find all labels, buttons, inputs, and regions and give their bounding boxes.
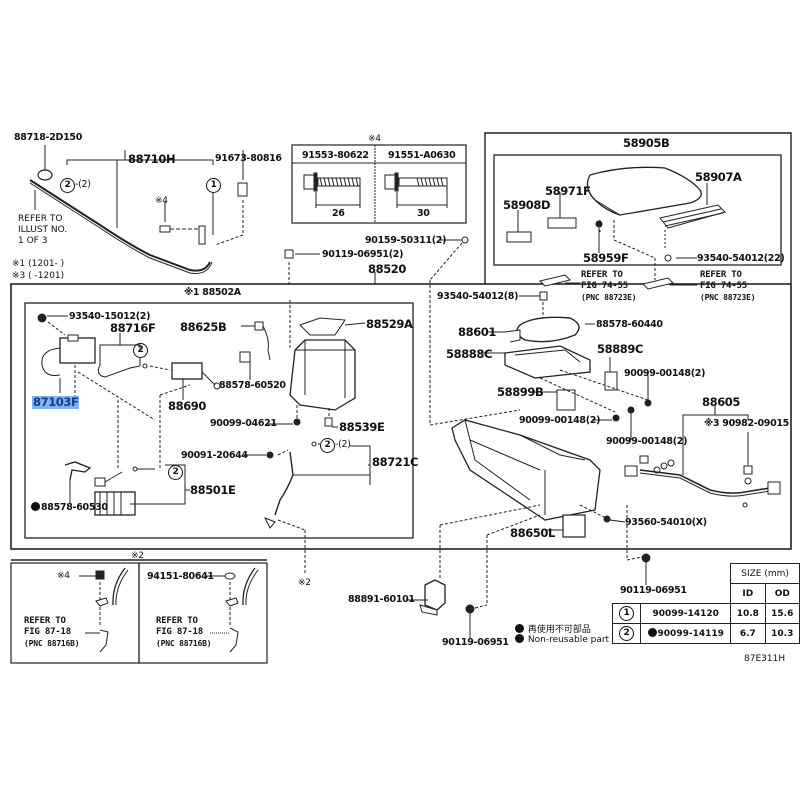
part-88520[interactable]: 88520 [368,262,407,276]
note-mark-2-header: ※2 [131,551,144,561]
part-93560-54010[interactable]: 93560-54010(X) [625,517,707,528]
part-90159-50311[interactable]: 90159-50311(2) [365,235,447,246]
row-od: 10.3 [764,623,800,644]
part-88690[interactable]: 88690 [168,399,207,413]
note-1: ※1 (1201- ) [12,259,65,269]
non-reusable-dot-icon [647,628,657,637]
part-90119-06951-b[interactable]: 90119-06951 [620,585,687,596]
table-row: 2 90099-14119 6.7 10.3 [611,623,800,644]
table-row: 1 90099-14120 10.8 15.6 [611,603,800,624]
size-header: SIZE (mm) [730,563,800,584]
frame-bolt-box [291,144,467,224]
part-93540-15012[interactable]: 93540-15012(2) [69,311,151,322]
part-90982-09015[interactable]: ※3 90982-09015 [704,418,789,429]
non-reusable-dot-icon [31,502,40,511]
row-no: 2 [611,623,642,644]
part-88539E[interactable]: 88539E [339,420,385,434]
part-88650L[interactable]: 88650L [510,526,555,540]
part-91551-A0630[interactable]: 91551-A0630 [388,150,456,161]
part-88891-60101[interactable]: 88891-60101 [348,594,415,605]
col-od: OD [764,583,800,604]
part-88718-2D150[interactable]: 88718-2D150 [14,132,83,143]
part-88601[interactable]: 88601 [458,325,497,339]
row-part[interactable]: 90099-14120 [640,603,732,624]
washer-circle-2: 2-(2) [60,178,91,193]
bolt-length-26: 26 [332,208,345,219]
note-mark-4-bottom: ※4 [57,571,70,581]
part-87103F-highlighted[interactable]: 87103F [32,395,80,409]
figure-code: 87E311H [744,654,786,664]
row-no: 1 [611,603,642,624]
refer-fig-74-55-left[interactable]: REFER TO FIG 74-55 (PNC 88723E) [581,270,637,302]
note-3: ※3 ( -1201) [12,271,65,281]
part-88716F[interactable]: 88716F [110,321,156,335]
part-88529A[interactable]: 88529A [366,317,413,331]
part-91553-80622[interactable]: 91553-80622 [302,150,369,161]
refer-fig-87-18-left[interactable]: REFER TO FIG 87-18 (PNC 88716B) [24,616,80,648]
part-58888C[interactable]: 58888C [446,347,493,361]
part-90099-00148-c[interactable]: 90099-00148(2) [606,436,688,447]
part-90091-20644[interactable]: 90091-20644 [181,450,248,461]
part-58899B[interactable]: 58899B [497,385,544,399]
washer-size-table: SIZE (mm) ID OD 1 90099-14120 10.8 15.6 … [611,563,800,644]
part-58907A[interactable]: 58907A [695,170,742,184]
part-91673-80816[interactable]: 91673-80816 [215,153,282,164]
frame-88502A [24,302,414,539]
part-93540-54012-22[interactable]: 93540-54012(22) [697,253,785,264]
legend-non-reusable-jp: 再使用不可部品 [515,622,591,635]
part-88625B[interactable]: 88625B [180,320,227,334]
row-id: 6.7 [730,623,766,644]
part-88605[interactable]: 88605 [702,395,741,409]
part-93540-54012-8[interactable]: 93540-54012(8) [437,291,519,302]
row-part[interactable]: 90099-14119 [640,623,732,644]
washer-circle-2-88501E: 2 [168,465,183,480]
bolt-box-mark: ※4 [368,134,381,144]
legend-non-reusable-en: Non-reusable part [515,634,609,645]
part-90099-04621[interactable]: 90099-04621 [210,418,277,429]
part-88710H[interactable]: 88710H [128,152,176,166]
frame-note2-right [138,562,268,664]
part-88578-60440[interactable]: 88578-60440 [596,319,663,330]
col-id: ID [730,583,766,604]
frame-armrest-outer [484,132,792,284]
part-58908D[interactable]: 58908D [503,198,551,212]
part-90099-00148-b[interactable]: 90099-00148(2) [519,415,601,426]
part-88721C[interactable]: 88721C [372,455,419,469]
part-88578-60530[interactable]: 88578-60530 [31,502,108,513]
refer-fig-74-55-right[interactable]: REFER TO FIG 74-55 (PNC 88723E) [700,270,756,302]
part-90119-06951-a[interactable]: 90119-06951 [442,637,509,648]
row-od: 15.6 [764,603,800,624]
part-58971F[interactable]: 58971F [545,184,591,198]
refer-fig-87-18-right[interactable]: REFER TO FIG 87-18 (PNC 88716B) [156,616,212,648]
part-90119-06951-2[interactable]: 90119-06951(2) [322,249,404,260]
non-reusable-dot-icon [515,634,524,643]
washer-circle-1: 1 [206,178,221,193]
part-88501E[interactable]: 88501E [190,483,236,497]
frame-58905B [493,154,782,266]
part-58889C[interactable]: 58889C [597,342,644,356]
part-94151-80641[interactable]: 94151-80641 [147,571,214,582]
part-88578-60520[interactable]: 88578-60520 [219,380,286,391]
part-58959F[interactable]: 58959F [583,251,629,265]
note-mark-2-lower: ※2 [298,578,311,588]
washer-circle-2-88721C: 2-(2) [320,438,351,453]
frame-88520 [10,283,792,550]
part-90099-00148-a[interactable]: 90099-00148(2) [624,368,706,379]
part-58905B[interactable]: 58905B [623,136,670,150]
non-reusable-dot-icon [515,624,524,633]
bolt-length-30: 30 [417,208,430,219]
table-blank [613,584,731,604]
note-mark-4: ※4 [155,196,168,206]
table-blank [613,564,731,584]
part-88502A[interactable]: ※1 88502A [184,287,241,298]
washer-circle-2-88716F: 2 [133,343,148,358]
row-id: 10.8 [730,603,766,624]
refer-illust-note: REFER TO ILLUST NO. 1 OF 3 [18,214,68,246]
